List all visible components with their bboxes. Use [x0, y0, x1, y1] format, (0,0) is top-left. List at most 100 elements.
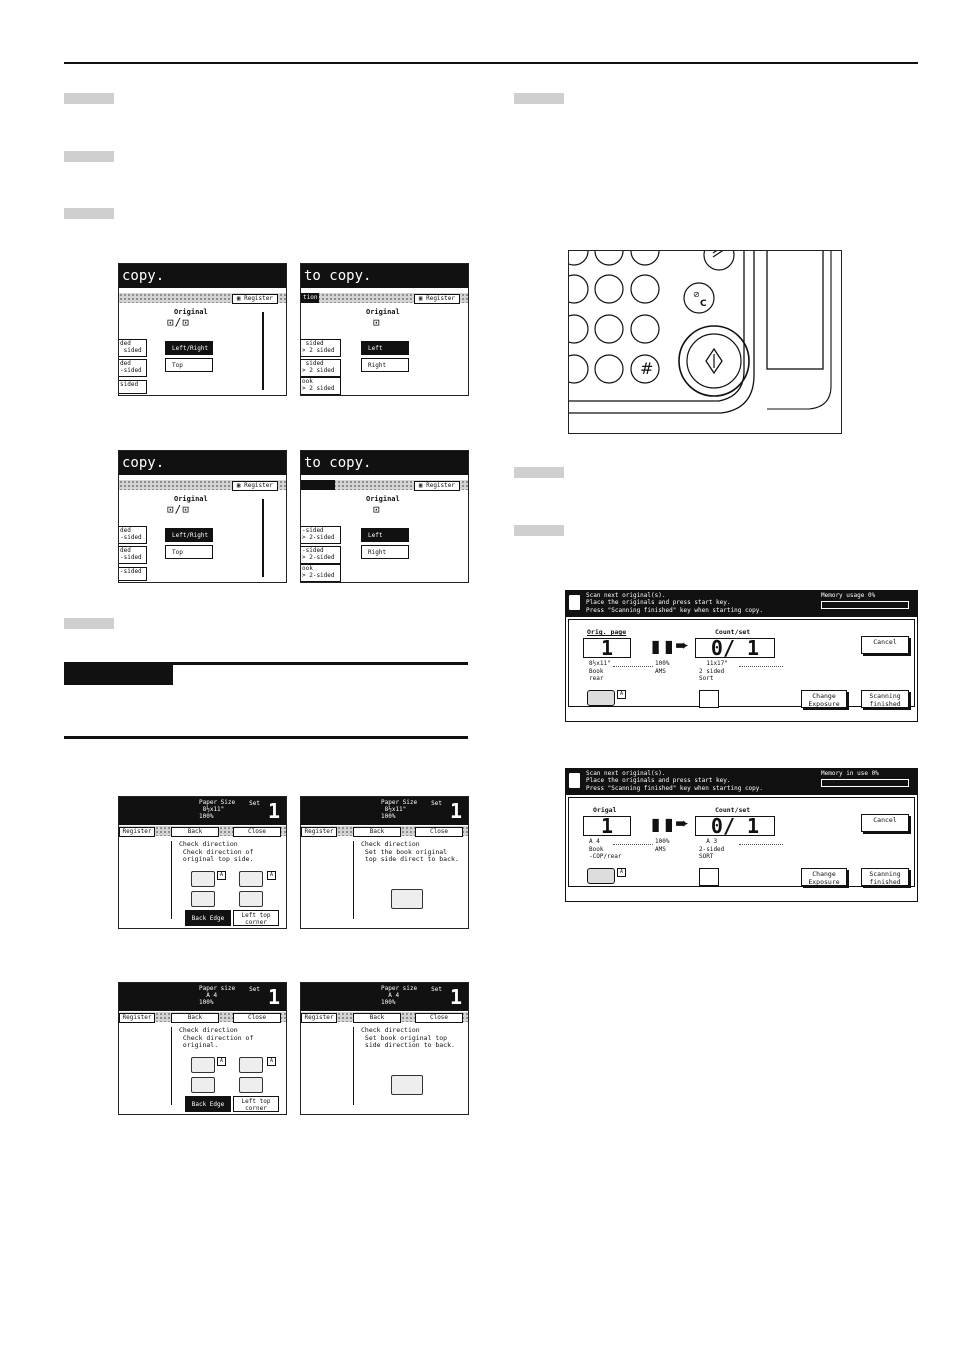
- book-icon[interactable]: [239, 891, 263, 907]
- change-exposure-button[interactable]: Change Exposure: [801, 868, 847, 886]
- register-button[interactable]: Register: [119, 827, 155, 837]
- close-button[interactable]: Close: [415, 827, 463, 837]
- option-left-right[interactable]: Left/Right: [165, 528, 213, 542]
- left-mode-button[interactable]: ded -sided: [119, 526, 147, 544]
- left-mode-button[interactable]: ded sided: [119, 339, 147, 357]
- status-header: Paper Size 8½x11" 100% Set 1: [119, 797, 286, 825]
- book-left-corner-icon[interactable]: [239, 1057, 263, 1073]
- cancel-button[interactable]: Cancel: [861, 636, 909, 654]
- original-page-label: Orig. page: [587, 628, 627, 636]
- memory-usage-label: Memory in use 0%: [821, 770, 879, 777]
- left-mode-button[interactable]: -sided > 2-sided: [301, 546, 341, 564]
- original-page-count: 1: [583, 816, 631, 836]
- option-left[interactable]: Left: [361, 528, 409, 542]
- step-marker: [514, 525, 564, 536]
- operation-panel-illustration: # C ⊘: [568, 250, 842, 434]
- status-header: Paper size A 4 100% Set 1: [119, 983, 286, 1011]
- message-header: Scan next original(s). Place the origina…: [566, 769, 917, 795]
- option-top[interactable]: Top: [165, 545, 213, 559]
- step-marker: [514, 467, 564, 478]
- set-label: Set: [431, 800, 442, 807]
- option-left[interactable]: Left: [361, 341, 409, 355]
- orientation-icon: ⊡/⊡: [167, 503, 190, 516]
- paper-tag-icon: A: [267, 1057, 276, 1066]
- step-marker: [64, 151, 114, 162]
- close-button[interactable]: Close: [415, 1013, 463, 1023]
- back-button[interactable]: Back: [171, 1013, 219, 1023]
- book-back-edge-icon[interactable]: [191, 1057, 215, 1073]
- screen-check-direction-a: Paper Size 8½x11" 100% Set 1 Register Ba…: [118, 796, 287, 929]
- register-button[interactable]: ▣ Register: [231, 294, 278, 304]
- register-button[interactable]: ▣ Register: [231, 481, 278, 491]
- close-button[interactable]: Close: [233, 1013, 281, 1023]
- back-button[interactable]: Back: [353, 827, 401, 837]
- register-button[interactable]: Register: [301, 827, 337, 837]
- left-mode-button[interactable]: sided: [119, 380, 147, 394]
- count-set-label: Count/set: [715, 628, 751, 636]
- original-page-count: 1: [583, 638, 631, 658]
- change-exposure-button[interactable]: Change Exposure: [801, 690, 847, 708]
- step-marker: [64, 208, 114, 219]
- option-top[interactable]: Top: [165, 358, 213, 372]
- note-bottom-rule: [64, 736, 468, 739]
- copy-settings: 11x17" 2 sided Sort: [699, 660, 728, 682]
- back-edge-button[interactable]: Back Edge: [185, 910, 231, 926]
- arrow-right-icon: ▮▮➨: [649, 812, 689, 837]
- original-label: Original: [366, 495, 400, 503]
- book-left-corner-icon[interactable]: [239, 871, 263, 887]
- close-button[interactable]: Close: [233, 827, 281, 837]
- document-icon: [569, 773, 580, 788]
- book-icon[interactable]: [191, 891, 215, 907]
- left-mode-button[interactable]: ook > 2 sided: [301, 377, 341, 395]
- message-bar: to copy.: [301, 451, 468, 475]
- back-button[interactable]: Back: [353, 1013, 401, 1023]
- function-tab[interactable]: tion: [301, 293, 320, 303]
- left-mode-button[interactable]: -sided: [119, 567, 147, 581]
- left-mode-button[interactable]: -sided > 2-sided: [301, 526, 341, 544]
- option-right[interactable]: Right: [361, 358, 409, 372]
- left-mode-button[interactable]: sided > 2 sided: [301, 339, 341, 357]
- back-button[interactable]: Back: [171, 827, 219, 837]
- copy-count: 1: [449, 985, 462, 1009]
- left-mode-button[interactable]: ded -sided: [119, 546, 147, 564]
- copy-count: 1: [267, 799, 280, 823]
- divider: [171, 841, 172, 919]
- screen-original-orientation-c: copy. ▣ Register Original ⊡/⊡ ded -sided…: [118, 450, 287, 583]
- register-button[interactable]: ▣ Register: [413, 481, 460, 491]
- zoom-settings: 100% AMS: [655, 660, 670, 675]
- copy-count: 1: [267, 985, 280, 1009]
- book-back-edge-icon[interactable]: [191, 871, 215, 887]
- screen-check-direction-d: Paper size A 4 100% Set 1 Register Back …: [300, 982, 469, 1115]
- instruction-text: Check direction Check direction of origi…: [179, 840, 254, 863]
- screen-original-orientation-d: to copy. ▣ Register Original ⊡ -sided > …: [300, 450, 469, 583]
- function-tab[interactable]: [301, 480, 335, 490]
- screen-check-direction-c: Paper size A 4 100% Set 1 Register Back …: [118, 982, 287, 1115]
- paper-tag-icon: A: [617, 690, 626, 699]
- leader-dots: [613, 666, 653, 668]
- scanning-finished-button[interactable]: Scanning finished: [861, 690, 909, 708]
- option-left-right[interactable]: Left/Right: [165, 341, 213, 355]
- register-button[interactable]: ▣ Register: [413, 294, 460, 304]
- memory-usage-bar: [821, 779, 909, 787]
- register-button[interactable]: Register: [119, 1013, 155, 1023]
- original-settings: A 4 Book -COP/rear: [589, 838, 622, 860]
- option-right[interactable]: Right: [361, 545, 409, 559]
- svg-text:⊘: ⊘: [693, 290, 700, 299]
- scanning-finished-button[interactable]: Scanning finished: [861, 868, 909, 886]
- memory-usage-label: Memory usage 0%: [821, 592, 876, 599]
- orientation-icon: ⊡: [373, 316, 381, 329]
- left-mode-button[interactable]: ded -sided: [119, 359, 147, 377]
- left-top-corner-button[interactable]: Left top corner: [233, 1096, 279, 1112]
- book-icon[interactable]: [239, 1077, 263, 1093]
- tab-strip: [119, 480, 286, 490]
- left-mode-button[interactable]: ook > 2-sided: [301, 564, 341, 582]
- cancel-button[interactable]: Cancel: [861, 814, 909, 832]
- back-edge-button[interactable]: Back Edge: [185, 1096, 231, 1112]
- book-icon[interactable]: [191, 1077, 215, 1093]
- left-mode-button[interactable]: sided > 2 sided: [301, 359, 341, 377]
- paper-size-readout: Paper Size 8½x11" 100%: [381, 799, 418, 820]
- instruction-message: Scan next original(s). Place the origina…: [586, 770, 764, 792]
- register-label: Register: [244, 295, 273, 302]
- register-button[interactable]: Register: [301, 1013, 337, 1023]
- left-top-corner-button[interactable]: Left top corner: [233, 910, 279, 926]
